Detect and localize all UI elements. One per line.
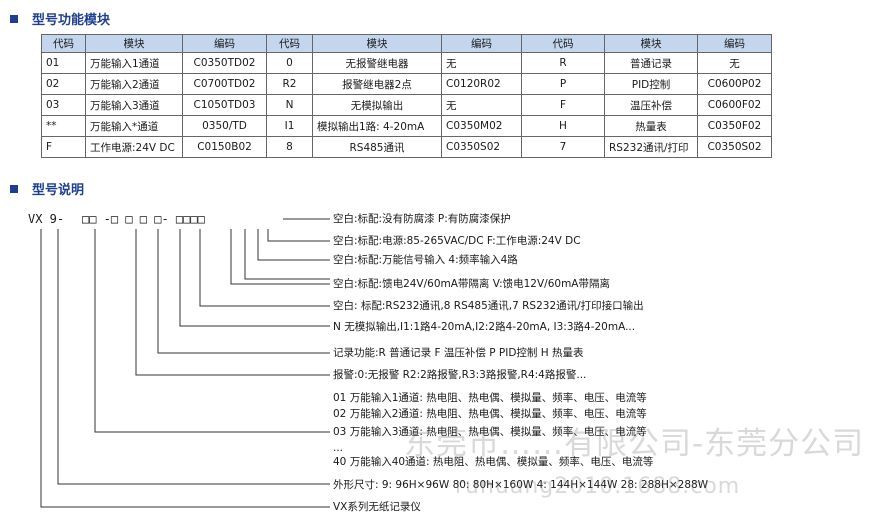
table-row: F 工作电源:24V DC C0150B02 8 RS485通讯 C0350S0… xyxy=(41,136,772,158)
header-cell: 代码 xyxy=(266,34,313,53)
header-cell: 模块 xyxy=(604,34,698,53)
model-prefix: VX 9- xyxy=(28,212,64,226)
table-cell: C0350S02 xyxy=(697,136,772,158)
explanation-feed: 空白:标配:馈电24V/60mA带隔离 V:馈电12V/60mA带隔离 xyxy=(333,277,610,290)
header-cell: 模块 xyxy=(85,34,183,53)
section-title-text: 型号说明 xyxy=(32,183,85,198)
table-row: 01 万能输入1通道 C0350TD02 0 无报警继电器 无 R 普通记录 无 xyxy=(41,52,772,74)
explanation-input: 空白:标配:万能信号输入 4:频率输入4路 xyxy=(333,253,518,266)
explanation-size: 外形尺寸: 9: 96H×96W 80: 80H×160W 4: 144H×14… xyxy=(333,478,709,491)
header-cell: 代码 xyxy=(521,34,605,53)
leader-line xyxy=(135,229,330,376)
leader-line xyxy=(94,229,330,433)
table-cell: 8 xyxy=(266,136,313,158)
table-row: ** 万能输入*通道 0350/TD I1 模拟输出1路: 4-20mA C03… xyxy=(41,115,772,137)
header-cell: 编码 xyxy=(441,34,522,53)
table-row: 03 万能输入3通道 C1050TD03 N 无模拟输出 无 F 温压补偿 C0… xyxy=(41,94,772,116)
leader-line xyxy=(40,229,330,508)
table-cell: RS232通讯/打印 xyxy=(604,136,698,158)
section-title-text: 型号功能模块 xyxy=(32,13,111,28)
table-cell: 温压补偿 xyxy=(604,94,698,116)
explanation-corrosion: 空白:标配:没有防腐漆 P:有防腐漆保护 xyxy=(333,212,511,225)
leader-line xyxy=(179,229,330,327)
table-cell: F xyxy=(41,136,86,158)
explanation-record: 记录功能:R 普通记录 F 温压补偿 P PID控制 H 热量表 xyxy=(333,346,584,359)
watermark-company: 东莞市……有限公司-东莞分公司 xyxy=(404,426,865,462)
bullet-square-icon xyxy=(10,184,18,193)
leader-line xyxy=(199,229,330,307)
module-table: 代码 模块 编码 代码 模块 编码 代码 模块 编码 01 万能输入1通道 C0… xyxy=(41,34,772,158)
table-cell: C0350S02 xyxy=(441,136,522,158)
channel-line: ... xyxy=(333,442,343,454)
leader-line xyxy=(244,229,330,280)
table-cell: 万能输入*通道 xyxy=(85,115,183,137)
channel-line: 03 万能输入3通道: 热电阻、热电偶、模拟量、频率、电压、电流等 xyxy=(333,425,647,438)
leader-line xyxy=(267,229,330,242)
table-cell: C0150B02 xyxy=(182,136,267,158)
explanation-power: 空白:标配:电源:85-265VAC/DC F:工作电源:24V DC xyxy=(333,234,581,247)
explanation-analog-output: N 无模拟输出,I1:1路4-20mA,I2:2路4-20mA, I3:3路4-… xyxy=(333,320,635,333)
header-cell: 编码 xyxy=(182,34,267,53)
table-cell: R2 xyxy=(266,73,313,95)
channel-line: 40 万能输入40通道: 热电阻、热电偶、模拟量、频率、电压、电流等 xyxy=(333,455,654,468)
leader-line xyxy=(157,229,330,354)
model-boxes: □□ -□ □ □ □- □□□□ xyxy=(82,212,205,226)
header-cell: 模块 xyxy=(312,34,442,53)
table-cell: 工作电源:24V DC xyxy=(85,136,183,158)
leader-line xyxy=(57,229,330,485)
table-cell: 普通记录 xyxy=(604,52,698,74)
section-title-model: 型号说明 xyxy=(10,179,84,198)
table-cell: RS485通讯 xyxy=(312,136,442,158)
table-cell: 万能输入2通道 xyxy=(85,73,183,95)
explanation-alarm: 报警:0:无报警 R2:2路报警,R3:3路报警,R4:4路报警... xyxy=(333,368,586,381)
table-header-row: 代码 模块 编码 代码 模块 编码 代码 模块 编码 xyxy=(41,34,772,53)
table-cell: PID控制 xyxy=(604,73,698,95)
channel-line: 01 万能输入1通道: 热电阻、热电偶、模拟量、频率、电压、电流等 xyxy=(333,391,647,404)
table-cell: C1050TD03 xyxy=(182,94,267,116)
section-title-modules: 型号功能模块 xyxy=(10,9,110,28)
watermark-url: runuang2010.1688.com xyxy=(455,474,741,499)
leader-line xyxy=(257,229,330,261)
table-cell: C0700TD02 xyxy=(182,73,267,95)
explanation-series: VX系列无纸记录仪 xyxy=(333,500,421,513)
channel-line: 02 万能输入2通道: 热电阻、热电偶、模拟量、频率、电压、电流等 xyxy=(333,407,647,420)
table-cell: C0350TD02 xyxy=(182,52,267,74)
table-cell: 热量表 xyxy=(604,115,698,137)
leader-line xyxy=(230,229,330,285)
bullet-square-icon xyxy=(10,14,18,23)
leader-lines xyxy=(40,218,330,508)
explanation-comm: 空白: 标配:RS232通讯,8 RS485通讯,7 RS232通讯/打印接口输… xyxy=(333,299,644,312)
header-cell: 编码 xyxy=(697,34,772,53)
